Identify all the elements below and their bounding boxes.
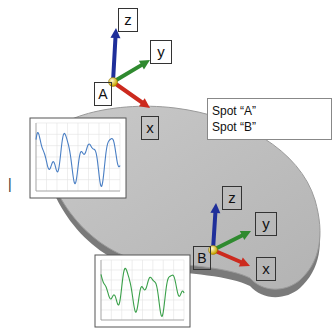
label-box: z (118, 8, 138, 32)
axis-shaft (213, 213, 215, 250)
label-box: B (193, 246, 211, 270)
axis-head (210, 203, 220, 213)
axis-label: z (226, 189, 238, 207)
label-box: y (255, 212, 277, 236)
axis-label: y (259, 215, 273, 233)
legend-text: Spot “A” (212, 103, 327, 119)
waveform (36, 133, 120, 187)
stray-mark: | (8, 176, 12, 192)
legend-box: Spot “A”Spot “B” (207, 98, 332, 140)
axis-head (239, 257, 250, 266)
axis-shaft (113, 65, 141, 82)
label-box: z (222, 186, 242, 210)
signal-chart (30, 118, 126, 198)
axis-shaft (213, 235, 242, 250)
legend-text: Spot “B” (212, 119, 327, 135)
axis-label: B (197, 249, 207, 267)
coordinate-frame (109, 28, 151, 108)
label-box: y (150, 40, 172, 64)
axis-label: x (260, 260, 272, 278)
label-box: x (141, 116, 159, 140)
axis-label: y (154, 43, 168, 61)
axis-head (139, 98, 150, 108)
signal-chart (95, 255, 190, 327)
waveform (101, 268, 184, 316)
axis-label: x (145, 119, 155, 137)
axis-head (240, 231, 251, 240)
axis-label: z (122, 11, 134, 29)
label-box: A (94, 82, 112, 106)
axis-head (139, 60, 150, 69)
axis-shaft (113, 38, 115, 82)
axis-label: A (98, 85, 108, 103)
coordinate-frame (209, 203, 252, 267)
label-box: x (256, 257, 276, 281)
axis-shaft (113, 82, 142, 102)
